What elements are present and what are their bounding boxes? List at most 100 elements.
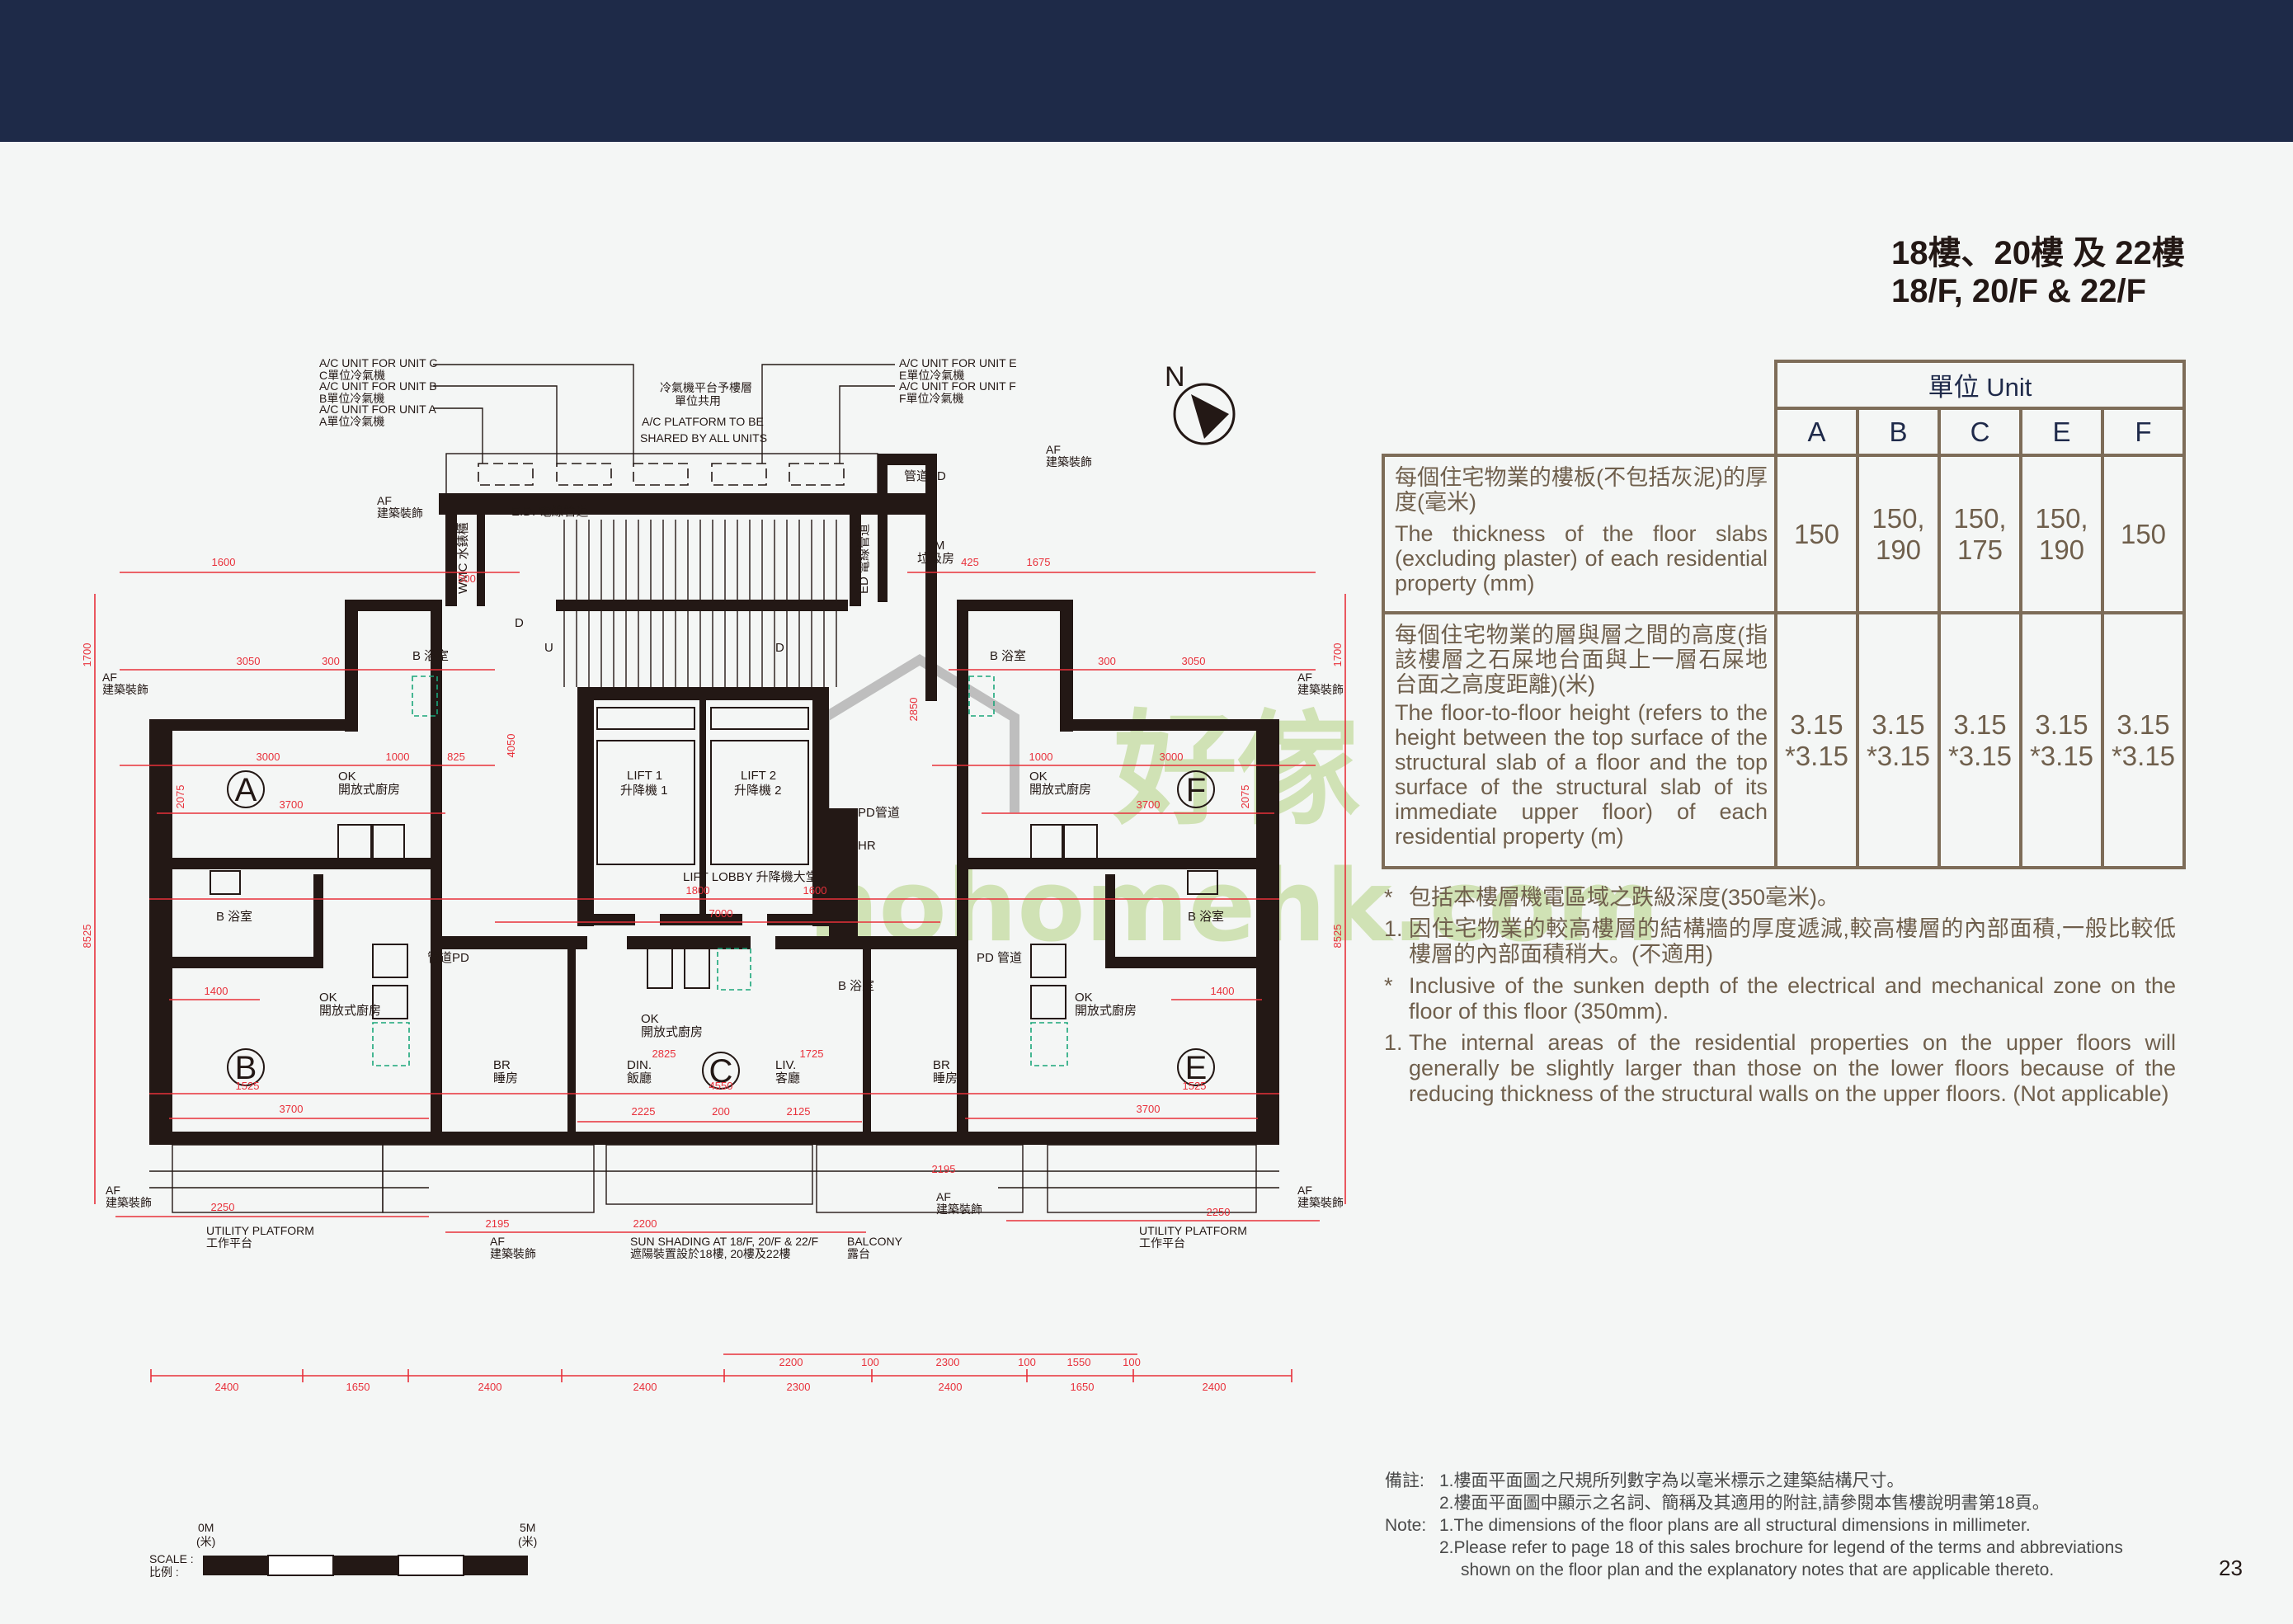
cell-value: 150, (2035, 502, 2088, 534)
bottom-dimension-label: 100 (1018, 1356, 1036, 1368)
utility-platform-label-zh: 工作平台 (206, 1236, 252, 1250)
dimension-label: 200 (712, 1105, 730, 1118)
cell-value: 3.15 (1790, 708, 1843, 740)
unit-col-c: C (1938, 407, 2022, 457)
bottom-dimension-label: 100 (861, 1356, 879, 1368)
unit-header: 單位 Unit (1774, 360, 2186, 410)
row-label-en: The floor-to-floor height (refers to the… (1395, 700, 1768, 849)
ac-label-a-zh: A單位冷氣機 (319, 415, 384, 428)
bath-f-label: B (990, 649, 998, 663)
kitchen-a-label-zh: 開放式廚房 (338, 782, 400, 797)
ac-platform (445, 453, 878, 498)
stair-down: D (515, 616, 524, 630)
floor-height-row: 每個住宅物業的層與層之間的高度(指該樓層之石屎地台面與上一層石屎地台面之高度距離… (1382, 611, 2186, 869)
cell-value: 3.15 (2116, 708, 2170, 740)
cell-value: 190 (1875, 534, 1922, 565)
note-marker: 1. (1384, 1030, 1403, 1055)
ac-platform-en1: A/C PLATFORM TO BE (642, 415, 764, 428)
annotation-labels: AF 建築裝飾 AF 建築裝飾 AF 建築裝飾 AF 建築裝飾 AF 建築裝飾 … (102, 443, 1344, 1260)
dimension-label: 1000 (386, 751, 410, 763)
bath-c-label: B (838, 979, 846, 993)
bath-c-label-zh: 浴室 (850, 979, 874, 993)
dimension-label: 1600 (803, 884, 827, 897)
stair-down-2: D (775, 641, 784, 655)
dimension-label: 1000 (1029, 751, 1053, 763)
ac-platform-en2: SHARED BY ALL UNITS (640, 431, 767, 445)
dimension-label: 4050 (505, 734, 517, 758)
footnote-label-zh: 備註: (1385, 1471, 1424, 1490)
ac-label-b-zh: B單位冷氣機 (319, 392, 384, 405)
living-label-zh: 客廳 (775, 1071, 800, 1085)
rm-label-zh: 垃圾房 (917, 552, 954, 566)
kitchen-b-label-zh: 開放式廚房 (319, 1003, 381, 1018)
dimension-label: 2075 (174, 785, 186, 809)
dimension-label: 2200 (633, 1217, 657, 1230)
balcony-label-zh: 露台 (847, 1247, 870, 1260)
pd-label-lift: PD管道 (858, 806, 900, 820)
cell-value: 175 (1956, 534, 2003, 565)
af-label-zh: 建築裝飾 (936, 1203, 982, 1216)
dimension-label: 1725 (800, 1047, 824, 1060)
sun-shading-label: SUN SHADING AT 18/F, 20/F & 22/F (630, 1235, 818, 1248)
unit-col-b: B (1856, 407, 1941, 457)
af-label: AF (1046, 443, 1061, 456)
bottom-dimension-label: 2400 (633, 1381, 657, 1393)
bottom-dimension-label: 1650 (346, 1381, 370, 1393)
dimension-label: 2125 (787, 1105, 811, 1118)
af-label-zh: 建築裝飾 (1046, 455, 1092, 468)
dimension-label: 825 (447, 751, 465, 763)
floor-title: 18樓、20樓 及 22樓 18/F, 20/F & 22/F (1891, 234, 2185, 310)
ed-label-2: ED 電線管道 (857, 524, 871, 594)
lift-lobby-label: LIFT LOBBY 升降機大堂 (683, 870, 818, 884)
bath-a-label-zh: 浴室 (424, 649, 449, 663)
bottom-dimension-label: 2400 (1203, 1381, 1227, 1393)
af-label: AF (490, 1235, 505, 1248)
dimension-label: 500 (458, 572, 476, 585)
note-text: The internal areas of the residential pr… (1409, 1030, 2176, 1106)
bedroom-c2-label-zh: 睡房 (933, 1071, 958, 1085)
balcony-label: BALCONY (847, 1235, 903, 1248)
lift-1-label-zh: 升降機 1 (620, 784, 668, 798)
dimension-label: 1700 (81, 643, 93, 667)
walls (149, 454, 1279, 1145)
dimension-label: 2250 (211, 1201, 235, 1213)
af-label-zh: 建築裝飾 (106, 1196, 152, 1209)
dimension-label: 1525 (236, 1080, 260, 1092)
kitchen-a-label: OK (338, 770, 356, 784)
dimension-label: 1600 (212, 556, 236, 568)
bath-f-label-zh: 浴室 (1001, 649, 1026, 663)
unit-col-a: A (1774, 407, 1859, 457)
dimension-label: 7000 (709, 907, 733, 920)
kitchen-f-label-zh: 開放式廚房 (1029, 782, 1091, 797)
af-label: AF (1297, 1184, 1312, 1197)
dimension-lines (94, 572, 1346, 1377)
ed-label: E.D. 電線管道 (511, 505, 588, 519)
unit-e-marker: E (1185, 1050, 1208, 1086)
cell-value: 190 (2038, 534, 2085, 565)
dimension-label: 3000 (1160, 751, 1184, 763)
ac-label-e: A/C UNIT FOR UNIT E (899, 356, 1017, 370)
bottom-dimension-label: 1650 (1071, 1381, 1095, 1393)
bath-e-label: B (1188, 910, 1196, 924)
utility-platform-label: UTILITY PLATFORM (1139, 1224, 1247, 1237)
bottom-dimension-label: 2300 (936, 1356, 960, 1368)
dimension-label: 2825 (652, 1047, 676, 1060)
slab-thickness-row: 每個住宅物業的樓板(不包括灰泥)的厚度(毫米)The thickness of … (1382, 454, 2186, 614)
af-label-zh: 建築裝飾 (1297, 683, 1344, 696)
pd-label-right: PD 管道 (977, 951, 1022, 965)
bath-b-label: B (216, 910, 224, 924)
dimension-label: 1525 (1183, 1080, 1207, 1092)
cell-value: 3.15 (2035, 708, 2088, 740)
wmc-label: WMC 水錶櫃 (456, 522, 470, 594)
unit-f-marker: F (1186, 772, 1206, 808)
note-marker: 1. (1384, 916, 1403, 941)
scale-start-unit: (米) (196, 1535, 215, 1548)
dimension-label: 2195 (932, 1163, 956, 1175)
dimension-label: 2225 (632, 1105, 656, 1118)
af-label: AF (102, 671, 117, 684)
bottom-dimension-label: 2400 (478, 1381, 502, 1393)
dimension-label: 3050 (237, 655, 261, 667)
utility-platform-label: UTILITY PLATFORM (206, 1224, 314, 1237)
watermark-house-icon (820, 653, 1019, 812)
